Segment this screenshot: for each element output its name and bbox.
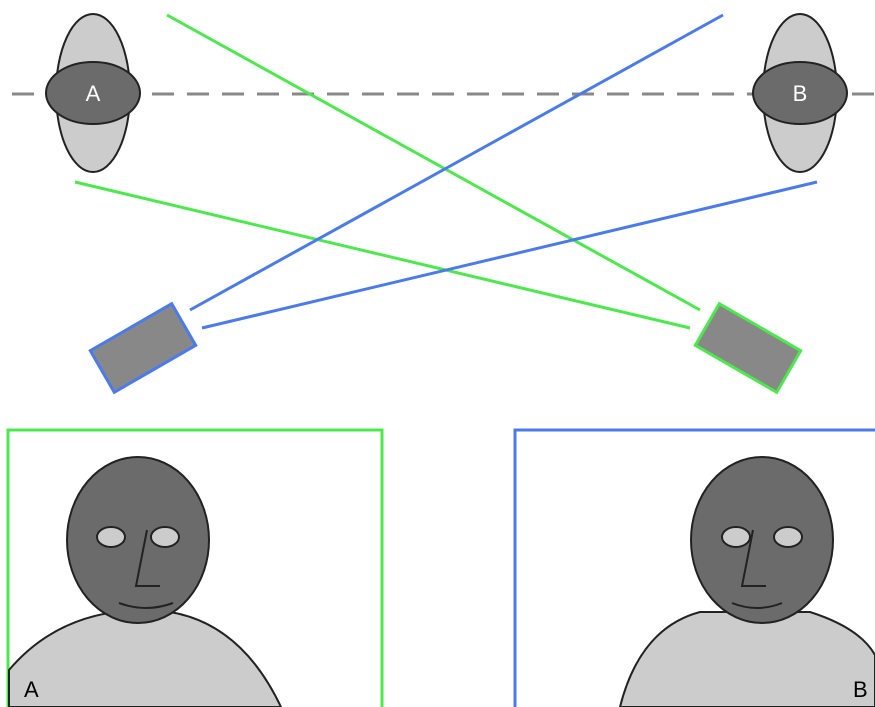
view-b-right-eye bbox=[773, 526, 803, 548]
view-a-nose bbox=[134, 529, 160, 587]
view-a-label: A bbox=[24, 677, 39, 702]
view-b-label: B bbox=[853, 677, 868, 702]
blue-view-line-lower bbox=[201, 180, 818, 330]
view-a-left-eye bbox=[96, 526, 126, 548]
camera-left-icon bbox=[88, 301, 198, 395]
person-b-head bbox=[752, 61, 848, 125]
person-b-top-view: B bbox=[752, 13, 848, 173]
person-b-label: B bbox=[793, 81, 808, 106]
view-b-face bbox=[690, 456, 834, 624]
person-a-head bbox=[45, 61, 141, 125]
view-a-mouth bbox=[118, 602, 174, 609]
view-b-left-eye bbox=[721, 526, 751, 548]
green-view-line-lower bbox=[74, 180, 691, 330]
person-a-label: A bbox=[86, 81, 101, 106]
view-a-body bbox=[8, 608, 283, 707]
green-view-line-upper bbox=[166, 13, 701, 312]
person-a-top-view: A bbox=[45, 13, 141, 173]
view-a-right-eye bbox=[150, 526, 180, 548]
view-frame-a-border bbox=[6, 428, 384, 707]
view-b-nose bbox=[740, 529, 766, 587]
view-frame-a: A bbox=[6, 428, 384, 707]
view-b-mouth bbox=[731, 602, 783, 609]
camera-right-icon bbox=[693, 301, 803, 395]
view-frame-b: B bbox=[513, 428, 875, 707]
view-a-face bbox=[66, 456, 210, 624]
blue-view-line-upper bbox=[189, 13, 724, 312]
view-b-body bbox=[618, 611, 875, 707]
view-frame-b-border bbox=[513, 428, 875, 707]
